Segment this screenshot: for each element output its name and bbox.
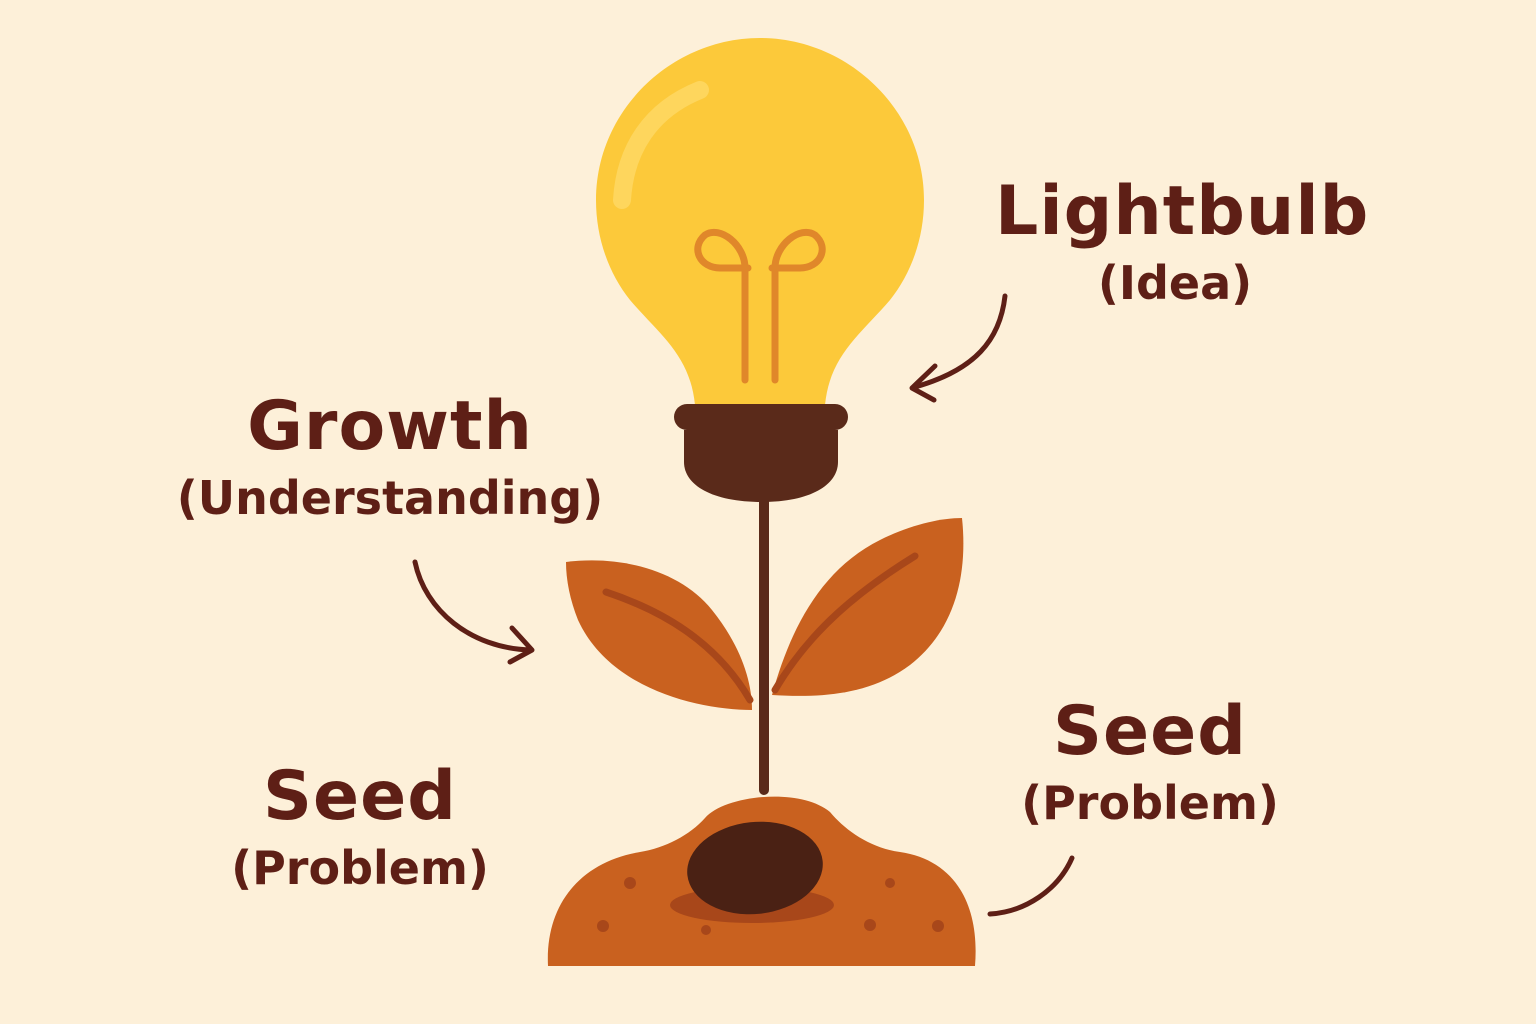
label-lightbulb-subtitle: (Idea): [1097, 255, 1253, 310]
bulb-socket-rim: [674, 404, 848, 430]
arrow-to-soil: [987, 855, 1075, 917]
filament: [694, 228, 826, 384]
lightbulb-glass: [596, 38, 924, 405]
arrow-to-leaf: [412, 559, 535, 665]
bulb-socket-base: [684, 430, 838, 502]
label-lightbulb: Lightbulb (Idea): [995, 172, 1370, 310]
soil-dots: [597, 877, 944, 935]
right-leaf: [772, 518, 964, 696]
label-seed-right: Seed (Problem): [1005, 692, 1295, 830]
label-seed-left-title: Seed: [263, 757, 457, 836]
label-seed-left-subtitle: (Problem): [231, 840, 489, 895]
label-growth-title: Growth: [247, 387, 533, 466]
left-leaf-vein: [602, 588, 754, 704]
label-seed-right-title: Seed: [1053, 692, 1247, 771]
label-lightbulb-title: Lightbulb: [995, 172, 1370, 251]
label-growth-subtitle: (Understanding): [176, 470, 604, 525]
arrow-to-lightbulb: [909, 293, 1008, 403]
right-leaf-vein: [771, 552, 919, 694]
bulb-highlight: [613, 81, 709, 209]
seed: [687, 821, 823, 915]
label-seed-left: Seed (Problem): [215, 757, 505, 895]
label-growth: Growth (Understanding): [160, 387, 620, 525]
label-seed-right-subtitle: (Problem): [1021, 775, 1279, 830]
